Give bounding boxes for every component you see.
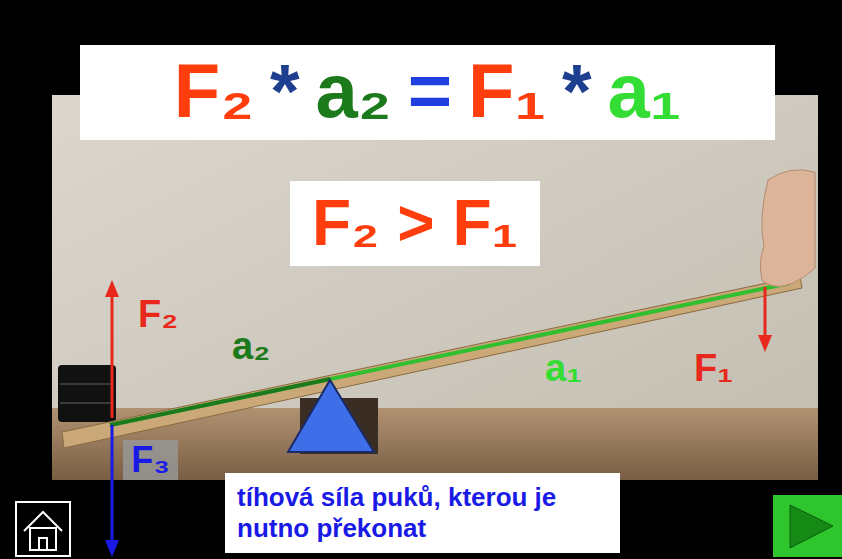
lever-board <box>62 276 802 448</box>
note-box: tíhová síla puků, kterou je nutno překon… <box>225 473 620 553</box>
wall-photo <box>52 95 818 480</box>
force-arrow-f2 <box>105 280 119 418</box>
force-label: F₁ <box>694 348 733 390</box>
force-arrow-f1 <box>758 287 772 352</box>
puck-stack <box>58 365 116 422</box>
force-arrow-f3 <box>105 425 119 557</box>
formula-part: a₂ <box>316 49 392 133</box>
fulcrum-triangle <box>288 380 374 452</box>
formula-part: F₁ <box>468 49 546 133</box>
box-text: F₂ > F₁ <box>312 188 518 258</box>
formula-part: * <box>562 49 592 133</box>
arm-label: a₁ <box>545 348 582 390</box>
formula-box: F₂*a₂=F₁*a₁ <box>80 45 775 140</box>
hand <box>760 170 815 287</box>
arm-line <box>110 283 790 425</box>
box-text: tíhová síla puků, kterou je nutno překon… <box>237 482 608 544</box>
arm-label: a₂ <box>232 326 270 368</box>
arm-line-short <box>110 379 330 425</box>
home-button <box>16 502 70 556</box>
inequality-box: F₂ > F₁ <box>290 181 540 266</box>
force-label-box: F₃ <box>123 440 178 480</box>
formula-part: = <box>408 49 452 133</box>
formula-part: F₂ <box>174 49 254 133</box>
formula-part: a₁ <box>607 49 681 133</box>
box-text: F₃ <box>131 440 170 480</box>
formula-part: * <box>270 49 300 133</box>
force-label: F₂ <box>138 294 178 336</box>
next-button <box>773 495 842 557</box>
